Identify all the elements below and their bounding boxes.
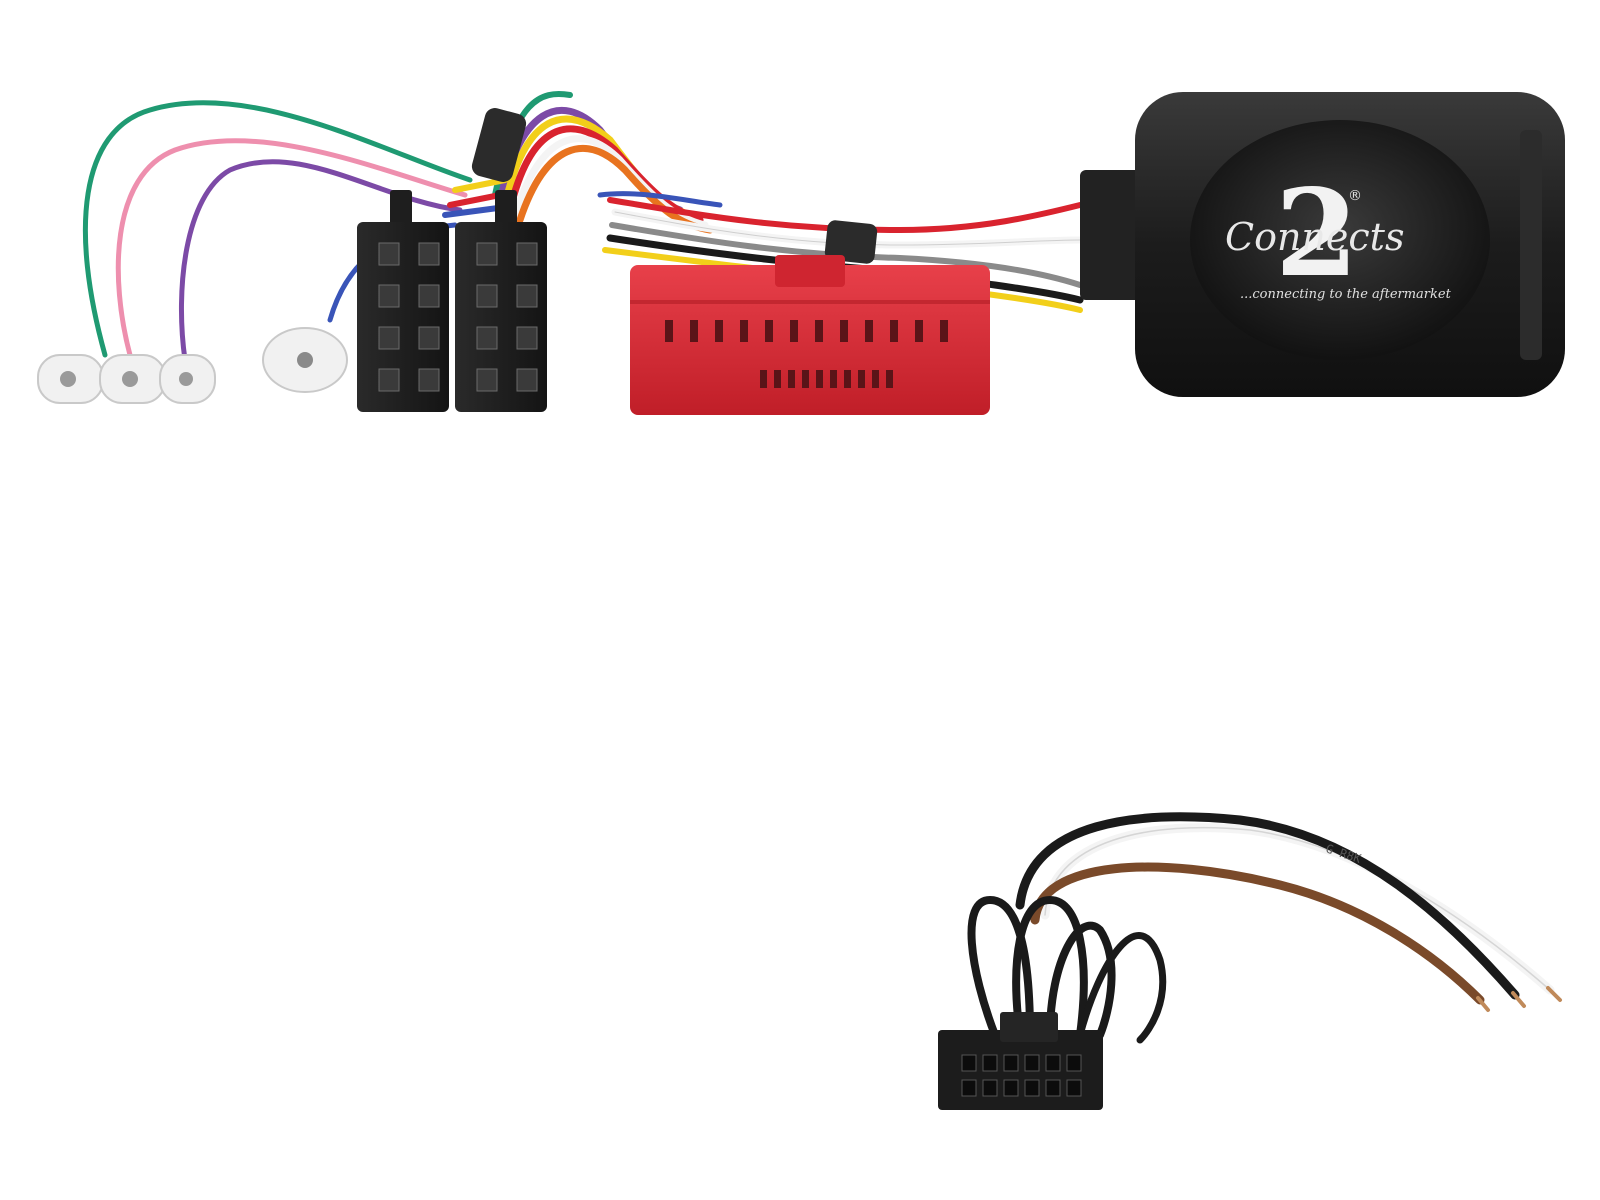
- black-loop-1: [967, 895, 1034, 1039]
- black-loop-2: [1012, 895, 1088, 1039]
- patch-pin: [1024, 1079, 1040, 1097]
- plug-pin: [890, 320, 898, 342]
- brown-wire: [1030, 862, 1485, 1005]
- plug-pin: [815, 320, 823, 342]
- plug-pin: [802, 370, 809, 388]
- iso-pin: [418, 326, 440, 350]
- black-loop-3: [1046, 921, 1116, 1039]
- patch-pin: [982, 1054, 998, 1072]
- svg-text:Connects: Connects: [1225, 215, 1404, 259]
- patch-pin: [1024, 1054, 1040, 1072]
- tape-left: [471, 108, 527, 182]
- patch-pin: [1045, 1079, 1061, 1097]
- iso-pin: [418, 242, 440, 266]
- terminal-1: [37, 354, 104, 404]
- black-loop-4: [1076, 932, 1167, 1044]
- patch-pin: [1066, 1079, 1082, 1097]
- iso-pin: [476, 368, 498, 392]
- ring-terminals: [37, 327, 348, 404]
- plug-pin: [858, 370, 865, 388]
- iso-block: [357, 190, 547, 412]
- sleeve-right: [824, 220, 878, 264]
- svg-text:...connecting to the aftermark: ...connecting to the aftermarket: [1240, 287, 1452, 302]
- plug-pin: [816, 370, 823, 388]
- iso-pin: [378, 368, 400, 392]
- patch-pin: [961, 1079, 977, 1097]
- patch-pin: [982, 1079, 998, 1097]
- plug-pin: [760, 370, 767, 388]
- plug-pin: [840, 320, 848, 342]
- plug-pin: [774, 370, 781, 388]
- green-wire: [82, 100, 473, 358]
- patch-pin: [961, 1054, 977, 1072]
- terminal-4: [262, 327, 348, 393]
- plug-pin: [844, 370, 851, 388]
- vehicle-plug: [630, 255, 990, 415]
- plug-pin: [872, 370, 879, 388]
- black-wire: [1015, 812, 1520, 1000]
- plug-pin: [740, 320, 748, 342]
- iso-pin: [516, 368, 538, 392]
- iso-pin: [516, 326, 538, 350]
- plug-pin: [715, 320, 723, 342]
- iso-pin: [476, 284, 498, 308]
- iso-pin: [418, 284, 440, 308]
- stripped-ends: [1476, 986, 1562, 1012]
- iso-pin: [476, 242, 498, 266]
- wire-bundle: [442, 91, 714, 234]
- plug-pin: [940, 320, 948, 342]
- plug-pin: [765, 320, 773, 342]
- plug-pin: [915, 320, 923, 342]
- harness: 2 Connects ® ...connecting to the afterm…: [37, 91, 1565, 415]
- plug-pin: [790, 320, 798, 342]
- iso-pin: [418, 368, 440, 392]
- purple-wire: [179, 159, 463, 363]
- patch-pin: [1003, 1079, 1019, 1097]
- iso-pin: [476, 326, 498, 350]
- terminal-3: [159, 354, 216, 404]
- iso-pin: [516, 242, 538, 266]
- iso-pin: [378, 326, 400, 350]
- patch-lead: G R8K: [938, 812, 1562, 1110]
- plug-pin: [665, 320, 673, 342]
- iso-pin: [516, 284, 538, 308]
- svg-text:®: ®: [1348, 188, 1362, 204]
- plug-pin: [788, 370, 795, 388]
- pink-wire: [115, 138, 468, 358]
- plug-pin: [886, 370, 893, 388]
- plug-pin: [690, 320, 698, 342]
- brand-logo: 2 Connects ® ...connecting to the afterm…: [1225, 163, 1452, 304]
- patch-pin: [1066, 1054, 1082, 1072]
- patch-connector: [938, 1012, 1103, 1110]
- plug-pin: [830, 370, 837, 388]
- interface-box: 2 Connects ® ...connecting to the afterm…: [1080, 92, 1565, 397]
- patch-pin: [1045, 1054, 1061, 1072]
- iso-pin: [378, 284, 400, 308]
- terminal-2: [99, 354, 166, 404]
- plug-pin: [865, 320, 873, 342]
- iso-pin: [378, 242, 400, 266]
- patch-pin: [1003, 1054, 1019, 1072]
- logo-disc: [1190, 120, 1490, 360]
- svg-text:2: 2: [1275, 163, 1359, 304]
